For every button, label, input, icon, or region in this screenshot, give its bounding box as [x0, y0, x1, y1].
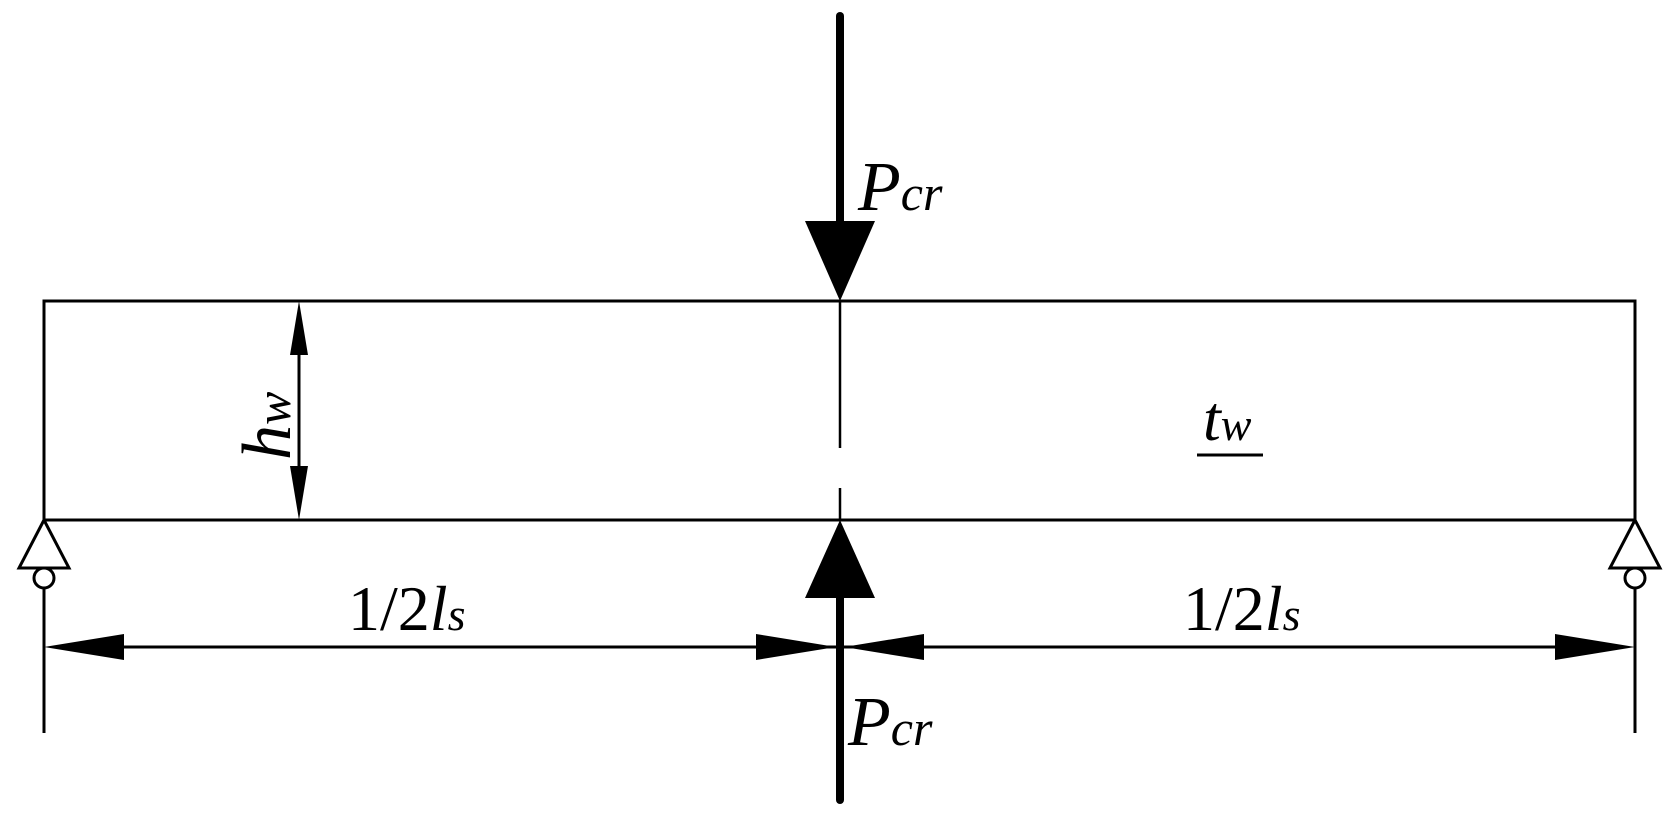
left-support [16, 516, 72, 733]
web-thickness-label: tw [1203, 383, 1252, 454]
span-dimension [44, 634, 1635, 660]
bottom-load-arrow [805, 520, 875, 804]
top-load-arrow [805, 12, 875, 301]
right-span-label: 1/2ls [1183, 573, 1300, 644]
top-load-label: Pcr [857, 149, 943, 226]
right-support [1607, 516, 1663, 733]
left-span-label: 1/2ls [348, 573, 465, 644]
bottom-load-label: Pcr [847, 684, 933, 761]
web-height-dimension [290, 301, 308, 520]
web-height-label: hw [229, 392, 306, 460]
